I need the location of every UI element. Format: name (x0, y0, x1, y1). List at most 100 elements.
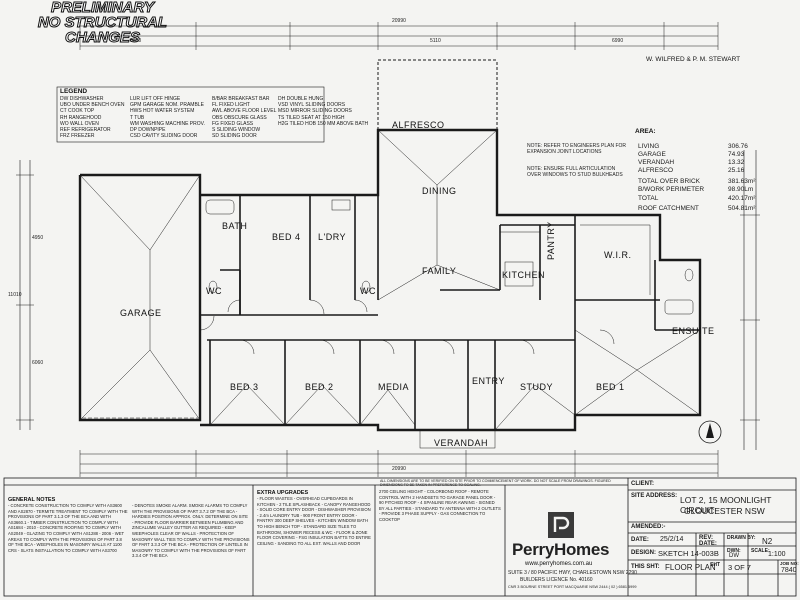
room-alfresco: ALFRESCO (392, 120, 445, 130)
room-ensuite: ENSUITE (672, 326, 715, 336)
legend-box (56, 86, 325, 143)
legend-item: CT COOK TOP (60, 108, 95, 115)
area-label: ALFRESCO (638, 167, 674, 174)
rev-date-label: DATE: (699, 541, 717, 547)
dim-overall-left: 11010 (8, 292, 22, 298)
general-notes-title: GENERAL NOTES (8, 497, 56, 503)
legend-item: DH DOUBLE HUNG (278, 96, 324, 102)
room-verandah: VERANDAH (434, 438, 489, 448)
dim-top-a: 8890 (130, 38, 142, 44)
dim-top-b: 5110 (430, 38, 441, 44)
room-wc-1: WC (206, 286, 222, 296)
dwn-value: DW (729, 553, 739, 559)
brand-address: SUITE 3 / 80 PACIFIC HWY, CHARLESTOWN NS… (508, 570, 637, 576)
title-block-frame (3, 477, 797, 597)
area-label: LIVING (638, 143, 660, 150)
prelim-line-1: PRELIMINARY (50, 0, 155, 16)
room-entry: ENTRY (472, 376, 505, 386)
brand-url: www.perryhomes.com.au (525, 561, 593, 567)
legend-item: T TUB (130, 114, 145, 121)
amended-label: AMENDED:- (631, 524, 666, 530)
area-value: 98.90Lm (728, 186, 754, 193)
legend-item: REF REFRIGERATOR (60, 127, 111, 133)
room-bed3: BED 3 (230, 382, 259, 392)
legend-item: WM WASHING MACHINE PROV. (130, 120, 205, 127)
area-title: AREA: (635, 128, 656, 135)
sheet-number-label: SHT (710, 562, 720, 568)
area-label: ROOF CATCHMENT (638, 205, 699, 212)
drawn-by-label: DRAWN BY: (727, 535, 756, 541)
site-address-label: SITE ADDRESS: (631, 493, 678, 499)
room-wir: W.I.R. (604, 250, 632, 260)
room-bed4: BED 4 (272, 232, 301, 242)
general-notes: - CONCRETE CONSTRUCTION TO COMPLY WITH A… (8, 503, 128, 553)
notes-ceiling: 2700 CEILING HEIGHT - COLORBOND ROOF - R… (379, 489, 501, 522)
legend-item: VSD VINYL SLIDING DOORS (278, 102, 346, 109)
preliminary-stamp: PRELIMINARY NO STRUCTURAL CHANGES (0, 0, 205, 46)
legend-item: LUR LIFT OFF HINGE (130, 96, 181, 102)
dim-overall-top: 20990 (392, 18, 406, 24)
region-code: N2 (762, 537, 773, 546)
room-family: FAMILY (422, 266, 457, 276)
scale-label: SCALE: (751, 548, 770, 554)
room-bed1: BED 1 (596, 382, 625, 392)
clients-names: W. WILFRED & P. M. STEWART (646, 56, 741, 63)
legend-item: DP DOWNPIPE (130, 127, 166, 133)
notes-smoke-alarm: - DENOTES SMOKE ALARM. SMOKE ALARMS TO C… (132, 503, 250, 559)
design-label: DESIGN: (631, 550, 657, 556)
note-brick: NOTE: ENSURE FULL ARTICULATION OVER WIND… (527, 166, 623, 178)
legend-item: FL FIXED LIGHT (212, 102, 250, 109)
legend-item: HWS HOT WATER SYSTEM (130, 108, 195, 115)
job-number-label: JOB NO: (780, 561, 799, 566)
legend-item: GPM GARAGE NOM. PRAMBLE (130, 102, 204, 109)
legend-item: TS TILED SEAT AT 150 HIGH (278, 114, 345, 121)
legend-item: AWL ABOVE FLOOR LEVEL (212, 108, 277, 115)
area-value: 25.16 (728, 167, 745, 174)
perryhomes-logo-mark (548, 512, 574, 538)
legend-item: S SLIDING WINDOW (212, 127, 261, 133)
area-label: B/WORK PERIMETER (638, 186, 705, 193)
room-dining: DINING (422, 186, 457, 196)
legend-item: WO WALL OVEN (60, 120, 99, 127)
sheet-title: FLOOR PLAN (665, 563, 716, 572)
sheet-number: 3 OF 7 (728, 563, 751, 572)
room-garage: GARAGE (120, 308, 162, 318)
legend-item: B/BAR BREAKFAST BAR (212, 96, 270, 102)
brand-office: CNR 3 BOURNE STREET PORT MACQUARIE NSW 2… (508, 585, 637, 589)
brand-name: PerryHomes (512, 540, 610, 559)
legend-item: SD SLIDING DOOR (212, 133, 257, 140)
job-number: 7840 (781, 567, 797, 574)
sheet-label: THIS SHT: (631, 564, 660, 570)
area-label: TOTAL (638, 195, 659, 202)
area-label: VERANDAH (638, 159, 675, 166)
dwn-label: DWN: (727, 548, 741, 554)
area-label: GARAGE (638, 151, 666, 158)
room-pantry: PANTRY (546, 221, 556, 260)
legend-item: OBS OBSCURE GLASS (212, 114, 267, 121)
legend-item: CSD CAVITY SLIDING DOOR (130, 133, 198, 140)
dim-left-b: 6060 (32, 360, 44, 366)
revision-strip: ALL DIMENSIONS ARE TO BE VERIFIED ON SIT… (380, 479, 611, 487)
legend-item: MSD MIRROR SLIDING DOORS (278, 108, 352, 115)
room-bath: BATH (222, 221, 248, 231)
dim-top-c: 6990 (612, 38, 624, 44)
area-value: 13.32 (728, 159, 745, 166)
design-value: SKETCH 14-003B (658, 549, 719, 558)
site-address-line-2: GLOUCESTER NSW (684, 506, 765, 516)
dim-bottom-total: 20990 (392, 466, 406, 472)
north-arrow (698, 420, 722, 444)
extra-upgrades: - FLOOR WASTES - OVERHEAD CUPBOARDS IN K… (257, 496, 371, 546)
legend-item: FRZ FREEZER (60, 133, 95, 140)
legend-item: UBO UNDER BENCH OVEN (60, 102, 125, 109)
room-wc-2: WC (360, 286, 376, 296)
rev-label: REV: (699, 535, 714, 541)
garage-walls (78, 173, 202, 422)
room-laundry: L'DRY (318, 232, 347, 242)
date-value: 25/2/14 (660, 536, 684, 543)
legend-title: LEGEND (60, 88, 88, 95)
site-address-line-1: LOT 2, 15 MOONLIGHT CIRCUIT (680, 495, 772, 515)
area-value: 504.81m² (728, 205, 756, 212)
legend-item: FG FIXED GLASS (212, 120, 254, 127)
